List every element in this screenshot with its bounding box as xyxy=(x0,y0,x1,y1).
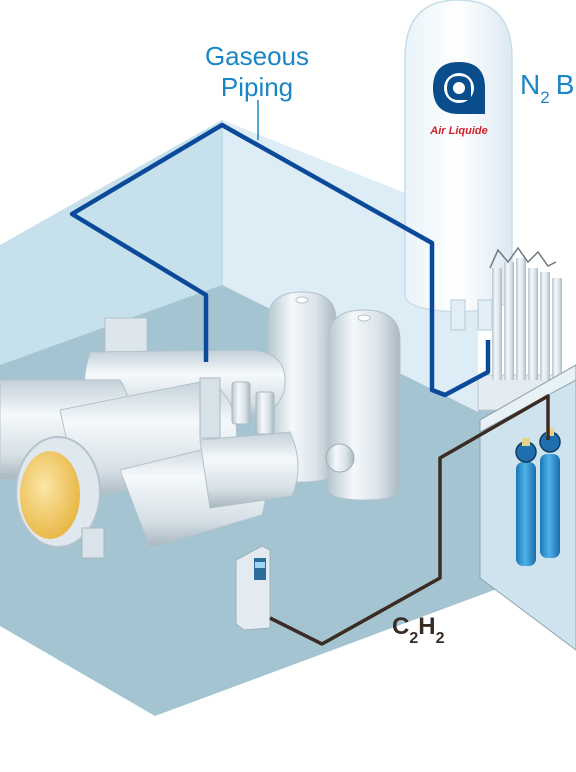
control-cabinet xyxy=(235,545,271,631)
c2h2-label: C2H2 xyxy=(392,613,445,647)
air-liquide-logo-icon xyxy=(433,62,485,114)
gaseous-piping-label: Gaseous xyxy=(205,41,309,71)
n2-bulk-tank xyxy=(404,0,513,331)
back-wall-right xyxy=(222,120,478,412)
machine-vessel xyxy=(0,317,299,559)
gas-cylinder-2 xyxy=(539,428,561,558)
gaseous-piping-line xyxy=(69,122,491,398)
c2h2-piping-line xyxy=(269,394,550,646)
back-wall-left xyxy=(0,120,222,365)
brand-label: Air Liquide xyxy=(429,125,487,137)
gaseous-piping-label-line2: Piping xyxy=(221,72,293,102)
gas-cylinder-1 xyxy=(515,438,537,566)
storage-tank-2 xyxy=(325,309,401,501)
